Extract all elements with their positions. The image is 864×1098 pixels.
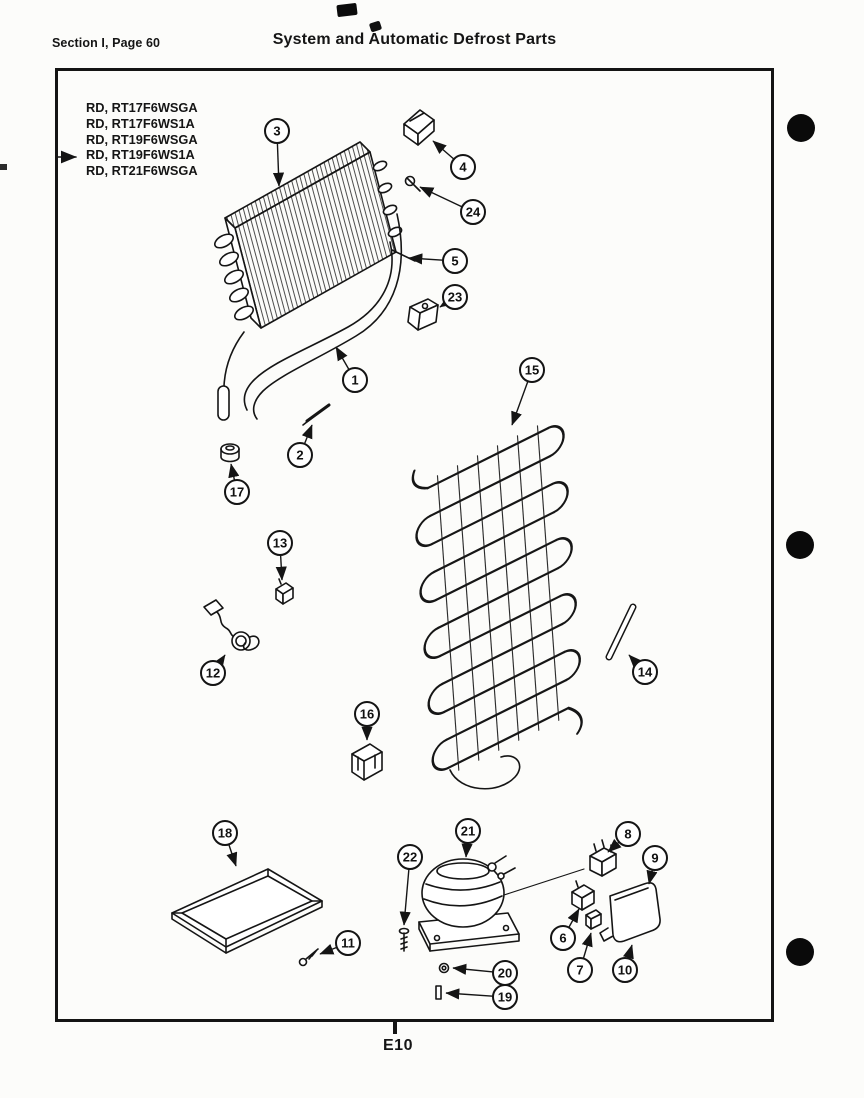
svg-text:11: 11 [341, 936, 355, 951]
callout-12: 12 [200, 654, 226, 686]
page-title: System and Automatic Defrost Parts [272, 31, 557, 48]
relay-part-8 [589, 839, 617, 877]
drain-pan [171, 868, 323, 954]
svg-text:9: 9 [651, 851, 658, 866]
heater-tube-part-14 [605, 603, 637, 661]
svg-text:1: 1 [351, 373, 358, 388]
model-list-item: RD, RT19F6WS1A [86, 147, 195, 163]
diagram-frame [55, 68, 774, 1022]
svg-text:24: 24 [466, 205, 481, 220]
callout-22: 22 [397, 844, 423, 926]
footer-label: E10 [383, 1037, 413, 1054]
svg-text:22: 22 [403, 850, 417, 865]
svg-text:16: 16 [360, 707, 374, 722]
svg-text:20: 20 [498, 966, 512, 981]
callout-15: 15 [511, 357, 545, 426]
callout-5: 5 [408, 248, 468, 274]
callout-3: 3 [264, 118, 290, 187]
callout-7: 7 [567, 932, 593, 983]
svg-text:21: 21 [461, 824, 475, 839]
svg-text:19: 19 [498, 990, 512, 1005]
binder-hole [787, 114, 815, 142]
callout-21: 21 [455, 818, 481, 858]
mounting-screw-part-22 [398, 927, 410, 952]
svg-text:6: 6 [559, 931, 566, 946]
thermostat-part-12 [203, 599, 260, 651]
bracket-part-16 [351, 743, 383, 781]
callout-2: 2 [287, 424, 313, 468]
sleeve-part-19 [435, 985, 442, 1000]
svg-text:12: 12 [206, 666, 220, 681]
callout-14: 14 [628, 654, 658, 685]
grommet-part-20 [438, 962, 450, 974]
binder-hole [786, 938, 814, 966]
footer-tick [393, 1019, 397, 1034]
model-list-item: RD, RT21F6WSGA [86, 163, 198, 179]
callout-19: 19 [445, 984, 518, 1010]
screw-part-11 [298, 948, 319, 967]
callout-24: 24 [419, 186, 486, 225]
svg-text:7: 7 [576, 963, 583, 978]
binder-hole [786, 531, 814, 559]
evaporator [214, 141, 403, 329]
callout-13: 13 [267, 530, 293, 581]
callout-11: 11 [319, 930, 361, 956]
clamp-part-4 [403, 109, 435, 146]
callout-16: 16 [354, 701, 380, 741]
relay-cover-part [599, 882, 661, 943]
callout-23: 23 [439, 284, 468, 310]
callout-18: 18 [212, 820, 238, 867]
svg-text:17: 17 [230, 485, 244, 500]
callout-17: 17 [224, 463, 250, 505]
callout-8: 8 [607, 821, 641, 853]
svg-text:10: 10 [618, 963, 632, 978]
svg-text:15: 15 [525, 363, 539, 378]
callout-9: 9 [642, 845, 668, 885]
clip-part-13 [275, 578, 294, 605]
model-list-item: RD, RT17F6WSGA [86, 100, 198, 115]
condenser-coil [411, 425, 583, 771]
callout-10: 10 [612, 944, 638, 983]
callout-4: 4 [432, 140, 476, 180]
compressor [418, 855, 585, 952]
ink-mark [0, 164, 7, 170]
svg-text:23: 23 [448, 290, 462, 305]
screw-part-24 [404, 175, 421, 192]
pin-part-2 [302, 403, 331, 426]
grommet-part-17 [220, 443, 240, 463]
connector-part-7 [585, 909, 602, 930]
condenser-bottom-tube [449, 755, 521, 790]
evaporator-tubing [217, 213, 416, 421]
section-label: Section I, Page 60 [52, 36, 161, 50]
svg-text:4: 4 [459, 160, 467, 175]
svg-text:8: 8 [624, 827, 631, 842]
svg-text:13: 13 [273, 536, 287, 551]
bracket-part-23 [407, 298, 439, 331]
callout-6: 6 [550, 908, 580, 951]
svg-text:3: 3 [273, 124, 280, 139]
callout-1: 1 [335, 346, 368, 393]
model-list-item: RD, RT17F6WS1A [86, 115, 195, 131]
model-list-item: RD, RT19F6WSGA [86, 131, 198, 147]
svg-text:5: 5 [451, 254, 458, 269]
callout-20: 20 [452, 960, 518, 986]
svg-text:14: 14 [638, 665, 653, 680]
svg-text:18: 18 [218, 826, 232, 841]
svg-text:2: 2 [296, 448, 303, 463]
overload-part-6 [571, 880, 595, 911]
